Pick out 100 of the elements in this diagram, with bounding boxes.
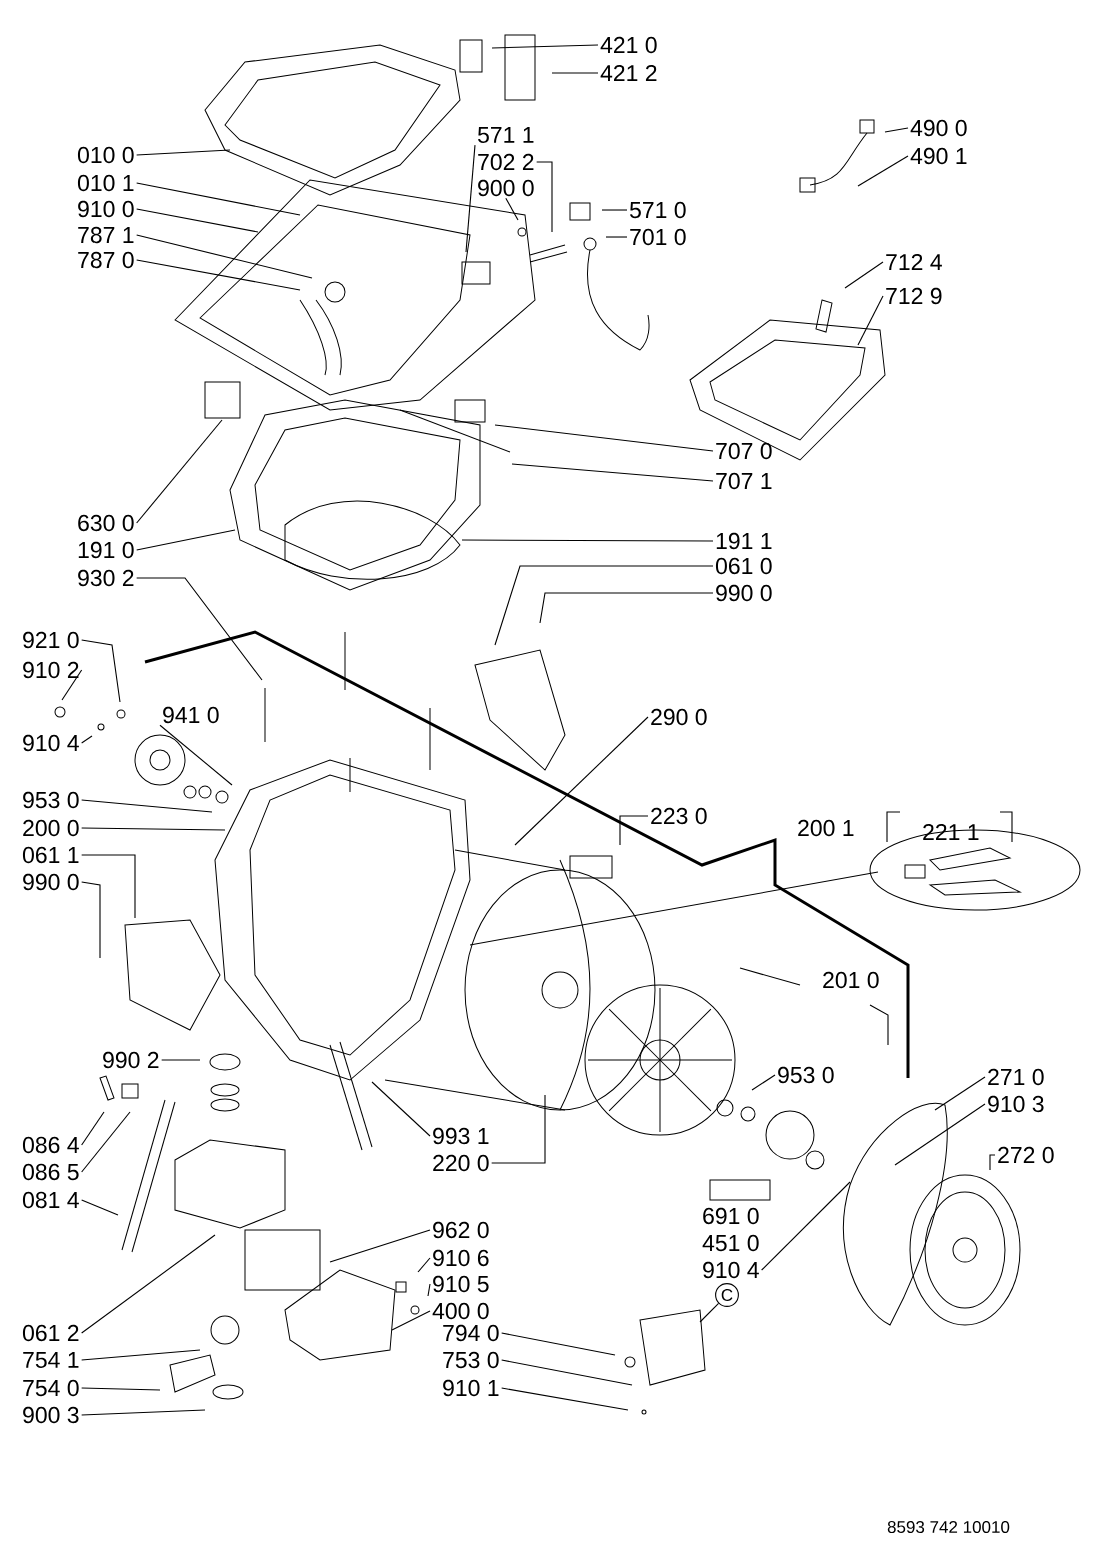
callout-number: 200 1	[798, 819, 854, 837]
callout-number: 421 0	[600, 36, 657, 54]
callout-number: 290 0	[651, 708, 707, 726]
callout-number: 930 2	[78, 569, 134, 587]
callout-number: 910 1	[443, 1379, 499, 1397]
leader-line	[81, 1409, 206, 1416]
leader-line	[605, 236, 628, 238]
leader-line	[491, 44, 599, 49]
leader-line	[159, 724, 233, 786]
leader-line	[136, 208, 259, 233]
leader-line	[884, 127, 909, 133]
leader-line	[511, 463, 714, 482]
leader-line	[417, 1257, 431, 1273]
leader-line	[751, 1074, 776, 1091]
leader-line	[761, 1181, 851, 1271]
callout-number: 086 4	[22, 1136, 79, 1154]
callout-number: 910 0	[78, 200, 134, 218]
callout-number: 900 3	[23, 1406, 79, 1424]
callout-number: 707 0	[716, 442, 772, 460]
callout-number: 271 0	[988, 1068, 1044, 1086]
callout-number: 490 0	[910, 119, 967, 137]
callout-number: 400 0	[432, 1302, 489, 1320]
leader-line	[514, 716, 649, 846]
leader-line	[501, 1387, 629, 1411]
callout-number: 754 1	[23, 1352, 79, 1369]
callout-number: 451 0	[702, 1234, 759, 1252]
callout-number: 990 2	[103, 1051, 159, 1069]
leader-line	[501, 1359, 633, 1386]
leader-line	[61, 669, 83, 701]
leader-line	[494, 565, 714, 646]
callout-number: 061 2	[22, 1324, 79, 1342]
callout-number: 993 1	[433, 1127, 489, 1145]
leader-line	[844, 261, 884, 289]
leader-line	[494, 424, 714, 452]
leader-line	[81, 639, 121, 703]
leader-line	[136, 234, 313, 279]
callout-number: 272 0	[998, 1146, 1054, 1164]
leader-line	[81, 1111, 131, 1173]
callout-number: 962 0	[433, 1221, 489, 1239]
leader-line	[329, 1229, 431, 1263]
leader-line	[539, 592, 714, 624]
callout-number: 707 1	[716, 472, 772, 490]
leader-line	[601, 209, 628, 211]
leader-line	[491, 1094, 546, 1164]
leader-line	[505, 197, 519, 221]
leader-line	[81, 1199, 119, 1216]
leader-line	[551, 72, 599, 74]
leader-line	[465, 144, 476, 253]
callout-number: 201 0	[823, 971, 879, 989]
callout-number: 900 0	[478, 179, 534, 197]
callout-number: 921 0	[23, 631, 79, 649]
callout-number: 630 0	[78, 514, 134, 532]
callout-number: 794 0	[443, 1324, 499, 1342]
leader-line	[136, 529, 236, 551]
callout-number: 712 4	[886, 254, 942, 271]
callout-number: 220 0	[433, 1154, 489, 1172]
leader-line	[934, 1076, 986, 1111]
callout-number: 8593 742 10010	[887, 1521, 1010, 1534]
callout-number: 691 0	[703, 1207, 759, 1225]
leader-line	[81, 735, 93, 744]
leader-line	[136, 577, 263, 681]
leader-line	[136, 149, 231, 156]
callout-number: 953 0	[778, 1066, 834, 1084]
callout-number: 086 5	[22, 1163, 79, 1181]
leader-line	[136, 419, 223, 524]
leader-line	[894, 1103, 986, 1166]
leader-line	[81, 1349, 201, 1361]
leader-line	[136, 182, 301, 216]
callout-number: 910 2	[23, 661, 79, 679]
leader-line	[81, 1234, 216, 1334]
callout-number: 702 2	[478, 153, 534, 171]
callout-number: 061 1	[22, 846, 79, 864]
leader-line	[161, 1059, 201, 1061]
callout-number: 010 1	[77, 174, 134, 192]
leader-line	[81, 1387, 161, 1391]
leader-line	[989, 1154, 996, 1171]
leader-line	[461, 539, 714, 542]
leader-line	[427, 1283, 431, 1297]
callout-number: 753 0	[443, 1351, 499, 1369]
leader-line	[371, 1081, 431, 1137]
leader-line	[81, 827, 226, 831]
callout-number: 787 0	[78, 251, 134, 269]
leader-line	[857, 155, 909, 187]
callout-number: 754 0	[23, 1379, 79, 1397]
callout-number: 081 4	[22, 1191, 79, 1209]
callout-number: 191 1	[716, 532, 772, 550]
callout-number: 910 4	[23, 734, 79, 752]
leader-line	[81, 1111, 105, 1146]
leader-line	[136, 259, 301, 291]
callout-number: 910 6	[433, 1249, 489, 1267]
callout-number: 200 0	[23, 819, 79, 837]
callout-number: 223 0	[651, 807, 707, 825]
callout-number: 421 2	[600, 65, 657, 82]
callout-number: 941 0	[163, 706, 219, 724]
callout-number: 010 0	[77, 146, 134, 164]
leader-line	[699, 1302, 720, 1323]
callout-number: 061 0	[715, 557, 772, 575]
callout-number: 953 0	[23, 791, 79, 809]
callout-number: 910 5	[433, 1275, 489, 1293]
callout-number: 571 1	[477, 127, 534, 144]
